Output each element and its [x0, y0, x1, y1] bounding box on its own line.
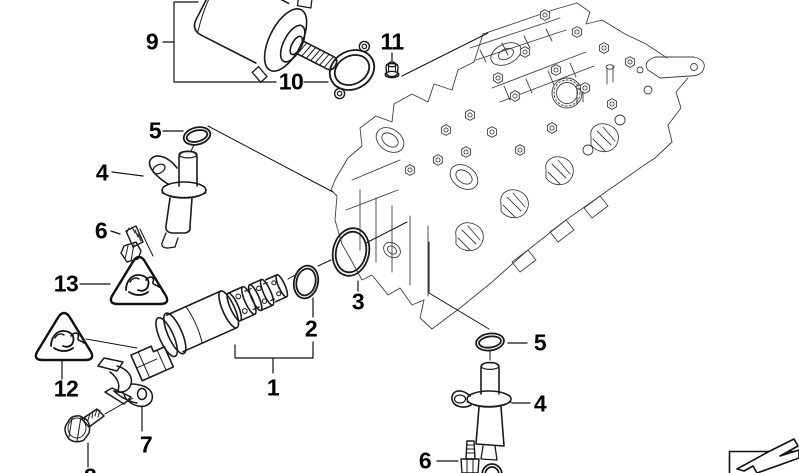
callout-3[interactable]: 3 [351, 288, 365, 315]
warning-triangle-12-icon [34, 311, 94, 362]
callout-5-right[interactable]: 5 [533, 329, 547, 356]
callout-8[interactable]: 8 [84, 465, 97, 473]
oring-2-drawing [292, 264, 320, 300]
callout-2[interactable]: 2 [304, 315, 318, 342]
oring-3-drawing [331, 227, 371, 277]
direction-box [728, 438, 799, 473]
nut-11-drawing [384, 61, 400, 79]
callout-9[interactable]: 9 [145, 28, 159, 55]
oring-5-right-drawing [475, 332, 505, 352]
bracket-7-drawing [97, 357, 154, 408]
callout-6-right[interactable]: 6 [418, 447, 432, 473]
callout-6-left[interactable]: 6 [94, 217, 108, 244]
callout-5-left[interactable]: 5 [148, 117, 162, 144]
camshaft-sensor-4-left-drawing [148, 150, 207, 249]
bolt-6-right-drawing [460, 440, 480, 473]
callout-1[interactable]: 1 [266, 374, 280, 401]
direction-arrow-icon [736, 438, 799, 473]
oring-below-sensor-drawing [481, 463, 503, 473]
callout-4-right[interactable]: 4 [533, 390, 547, 417]
callout-12[interactable]: 12 [53, 375, 79, 402]
warning-triangle-13-icon [109, 255, 169, 306]
callout-7[interactable]: 7 [139, 431, 153, 458]
callout-11[interactable]: 11 [380, 28, 404, 55]
vanos-solenoid-1-drawing [130, 273, 289, 382]
vanos-solenoid-9-drawing [193, 0, 338, 83]
camshaft-sensor-4-right-drawing [451, 361, 512, 461]
leader-lines [61, 1, 531, 468]
bolt-6-left-drawing [120, 225, 144, 263]
bolt-8-drawing [64, 408, 105, 443]
callout-10[interactable]: 10 [278, 68, 304, 95]
callout-13[interactable]: 13 [53, 270, 79, 297]
callout-4-left[interactable]: 4 [95, 159, 109, 186]
engine-cylinder-head-drawing [330, 2, 705, 330]
oring-5-left-drawing [182, 126, 212, 146]
clamp-10-drawing [328, 40, 376, 100]
